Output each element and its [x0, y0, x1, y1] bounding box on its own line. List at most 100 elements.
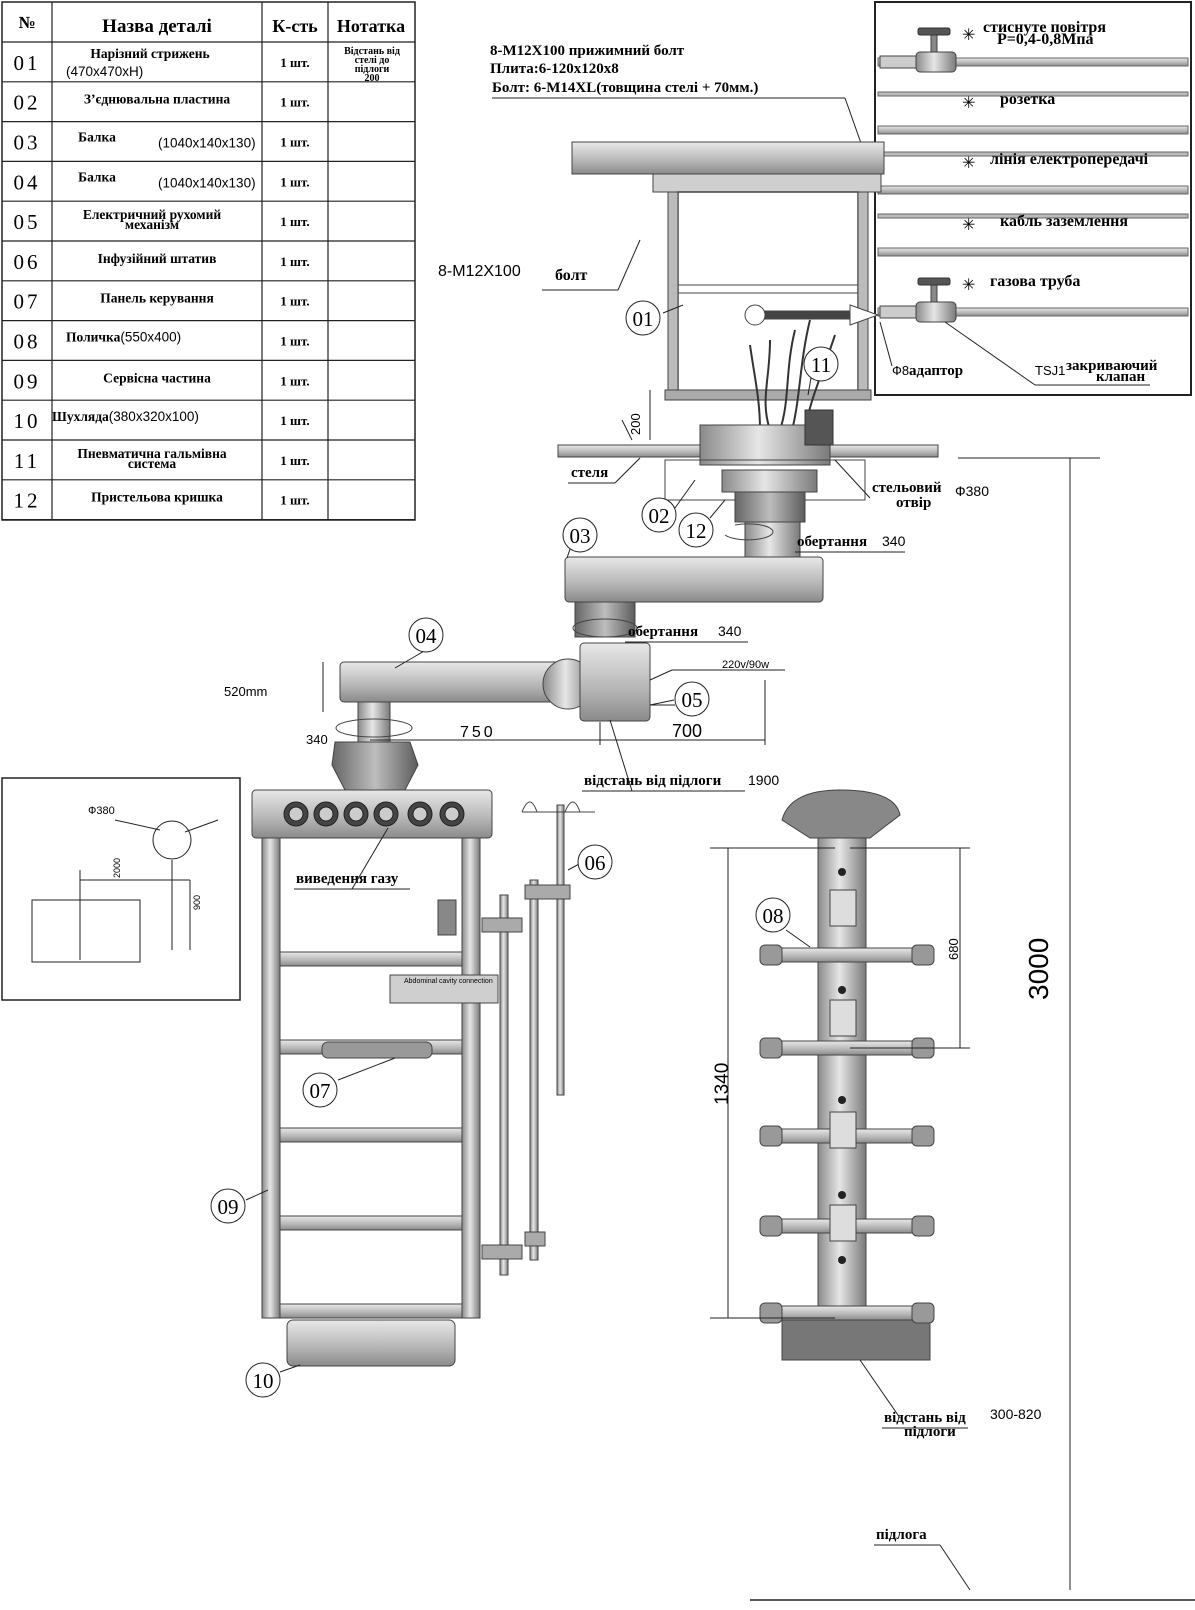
callout-number: 05	[682, 688, 703, 712]
legend-label: розетка	[1000, 91, 1055, 108]
panel-caption: Abdominal cavity connection	[404, 978, 493, 985]
part-size: (470x470xH)	[66, 64, 143, 79]
rotation-value-1: 340	[882, 533, 906, 549]
part-qty: 1 шт.	[280, 294, 309, 309]
shelf-bracket	[759, 1302, 935, 1324]
callout-number: 09	[218, 1195, 239, 1219]
part-number: 02	[14, 91, 41, 115]
electric-socket	[829, 1204, 857, 1242]
part-name: Нарізний стрижень	[90, 46, 209, 61]
shelf-bracket	[759, 1215, 935, 1237]
valve-label-1: закриваючий	[1066, 358, 1158, 374]
legend-label: кабль заземлення	[1000, 213, 1128, 230]
floor-distance-label: відстань від підлоги	[584, 773, 722, 789]
part-note: підлоги	[355, 64, 390, 75]
callout-number: 04	[416, 624, 438, 648]
part-name-line2: система	[128, 456, 176, 471]
ceiling-hole-inset: Ф380 2000 900	[1, 777, 241, 1001]
part-size: (1040x140x130)	[158, 175, 256, 190]
rung	[279, 1215, 463, 1231]
electric-socket	[829, 889, 857, 927]
callout-number: 11	[811, 353, 831, 377]
part-name: Шухляда(380x320x100)	[52, 409, 199, 424]
part-qty: 1 шт.	[280, 55, 309, 70]
callout-number: 07	[310, 1079, 331, 1103]
callout-04: 04	[394, 617, 444, 669]
bolt-spec-1: 8-M12X100 прижимний болт	[490, 43, 685, 59]
gas-outlet-icon	[313, 801, 339, 827]
callout-number: 01	[633, 307, 654, 331]
part-name: Електричний рухомий	[83, 207, 222, 222]
parts-table-row: 02 З’єднювальна пластина 1 шт.	[14, 91, 310, 115]
part-number: 01	[14, 51, 41, 75]
floor-distance2-value: 300-820	[990, 1406, 1042, 1422]
socket-dot	[838, 1191, 846, 1199]
inset-diameter: Ф380	[88, 805, 115, 817]
table-header-qty: К-сть	[272, 16, 318, 36]
part-name: Інфузійний штатив	[98, 251, 217, 266]
inset-dim-900: 900	[192, 895, 202, 910]
part-number: 11	[14, 449, 40, 473]
dim-200-label: 200	[628, 413, 643, 435]
adapter-size: Ф8	[892, 363, 909, 378]
dim-340-label: 340	[306, 732, 328, 747]
part-qty: 1 шт.	[280, 95, 309, 110]
dim-3000-label: 3000	[1023, 938, 1054, 1000]
floor-distance2-label-1: відстань від	[884, 1410, 966, 1426]
socket-dot	[838, 986, 846, 994]
rung	[279, 1303, 463, 1319]
utility-legend: ✳стиснуте повітряP=0,4-0,8Мпа✳розетка✳лі…	[874, 1, 1192, 396]
legend-label-line2: P=0,4-0,8Мпа	[997, 31, 1094, 48]
bolt-spec-2: Плита:6-120x120x8	[490, 61, 619, 77]
part-qty: 1 шт.	[280, 373, 309, 388]
part-name: Сервісна частина	[103, 370, 211, 385]
gas-outlet-icon	[439, 801, 465, 827]
cross-icon: ✳	[962, 277, 975, 294]
power-label: 220v/90w	[722, 659, 769, 671]
ceiling-hole-label-1: стельовий	[872, 480, 942, 496]
part-size: (380x320x100)	[109, 409, 199, 424]
callout-09: 09	[210, 1188, 269, 1224]
bolt-spec-3: Болт: 6-M14XL(товщина стелі + 70мм.)	[492, 80, 758, 96]
callout-05: 05	[649, 681, 710, 717]
rotation-label-2: обертання	[628, 624, 698, 640]
callout-number: 08	[763, 904, 784, 928]
dim-520-label: 520mm	[224, 684, 267, 699]
part-qty: 1 шт.	[280, 135, 309, 150]
callout-number: 06	[585, 851, 606, 875]
electric-socket	[829, 999, 857, 1037]
ceiling-hole-label-2: отвір	[896, 495, 931, 511]
part-number: 12	[14, 489, 41, 513]
part-name: Пневматична гальмівна	[77, 446, 226, 461]
part-qty: 1 шт.	[280, 334, 309, 349]
part-qty: 1 шт.	[280, 413, 309, 428]
part-name: Балка	[78, 130, 116, 145]
callout-number: 03	[570, 524, 591, 548]
part-name: Балка	[78, 169, 116, 184]
part-note: Відстань від	[344, 46, 400, 57]
socket-dot	[838, 1096, 846, 1104]
callout-number: 02	[649, 504, 670, 528]
part-note: стелі до	[355, 55, 390, 66]
callout-10: 10	[245, 1362, 301, 1398]
shelf-column	[759, 789, 935, 1361]
part-qty: 1 шт.	[280, 254, 309, 269]
part-name: З’єднювальна пластина	[84, 92, 230, 107]
floor-label: підлога	[876, 1527, 927, 1543]
callout-06: 06	[567, 844, 613, 880]
callout-11: 11	[803, 346, 839, 396]
valve-label-2: клапан	[1096, 369, 1146, 385]
arm-04	[331, 642, 651, 791]
floor-distance2-label-2: підлоги	[904, 1424, 956, 1440]
part-size: (550x400)	[120, 330, 181, 345]
callout-07: 07	[302, 1057, 396, 1108]
callout-02: 02	[641, 479, 696, 533]
part-number: 03	[14, 131, 41, 155]
inset-dim-2000: 2000	[112, 858, 122, 878]
